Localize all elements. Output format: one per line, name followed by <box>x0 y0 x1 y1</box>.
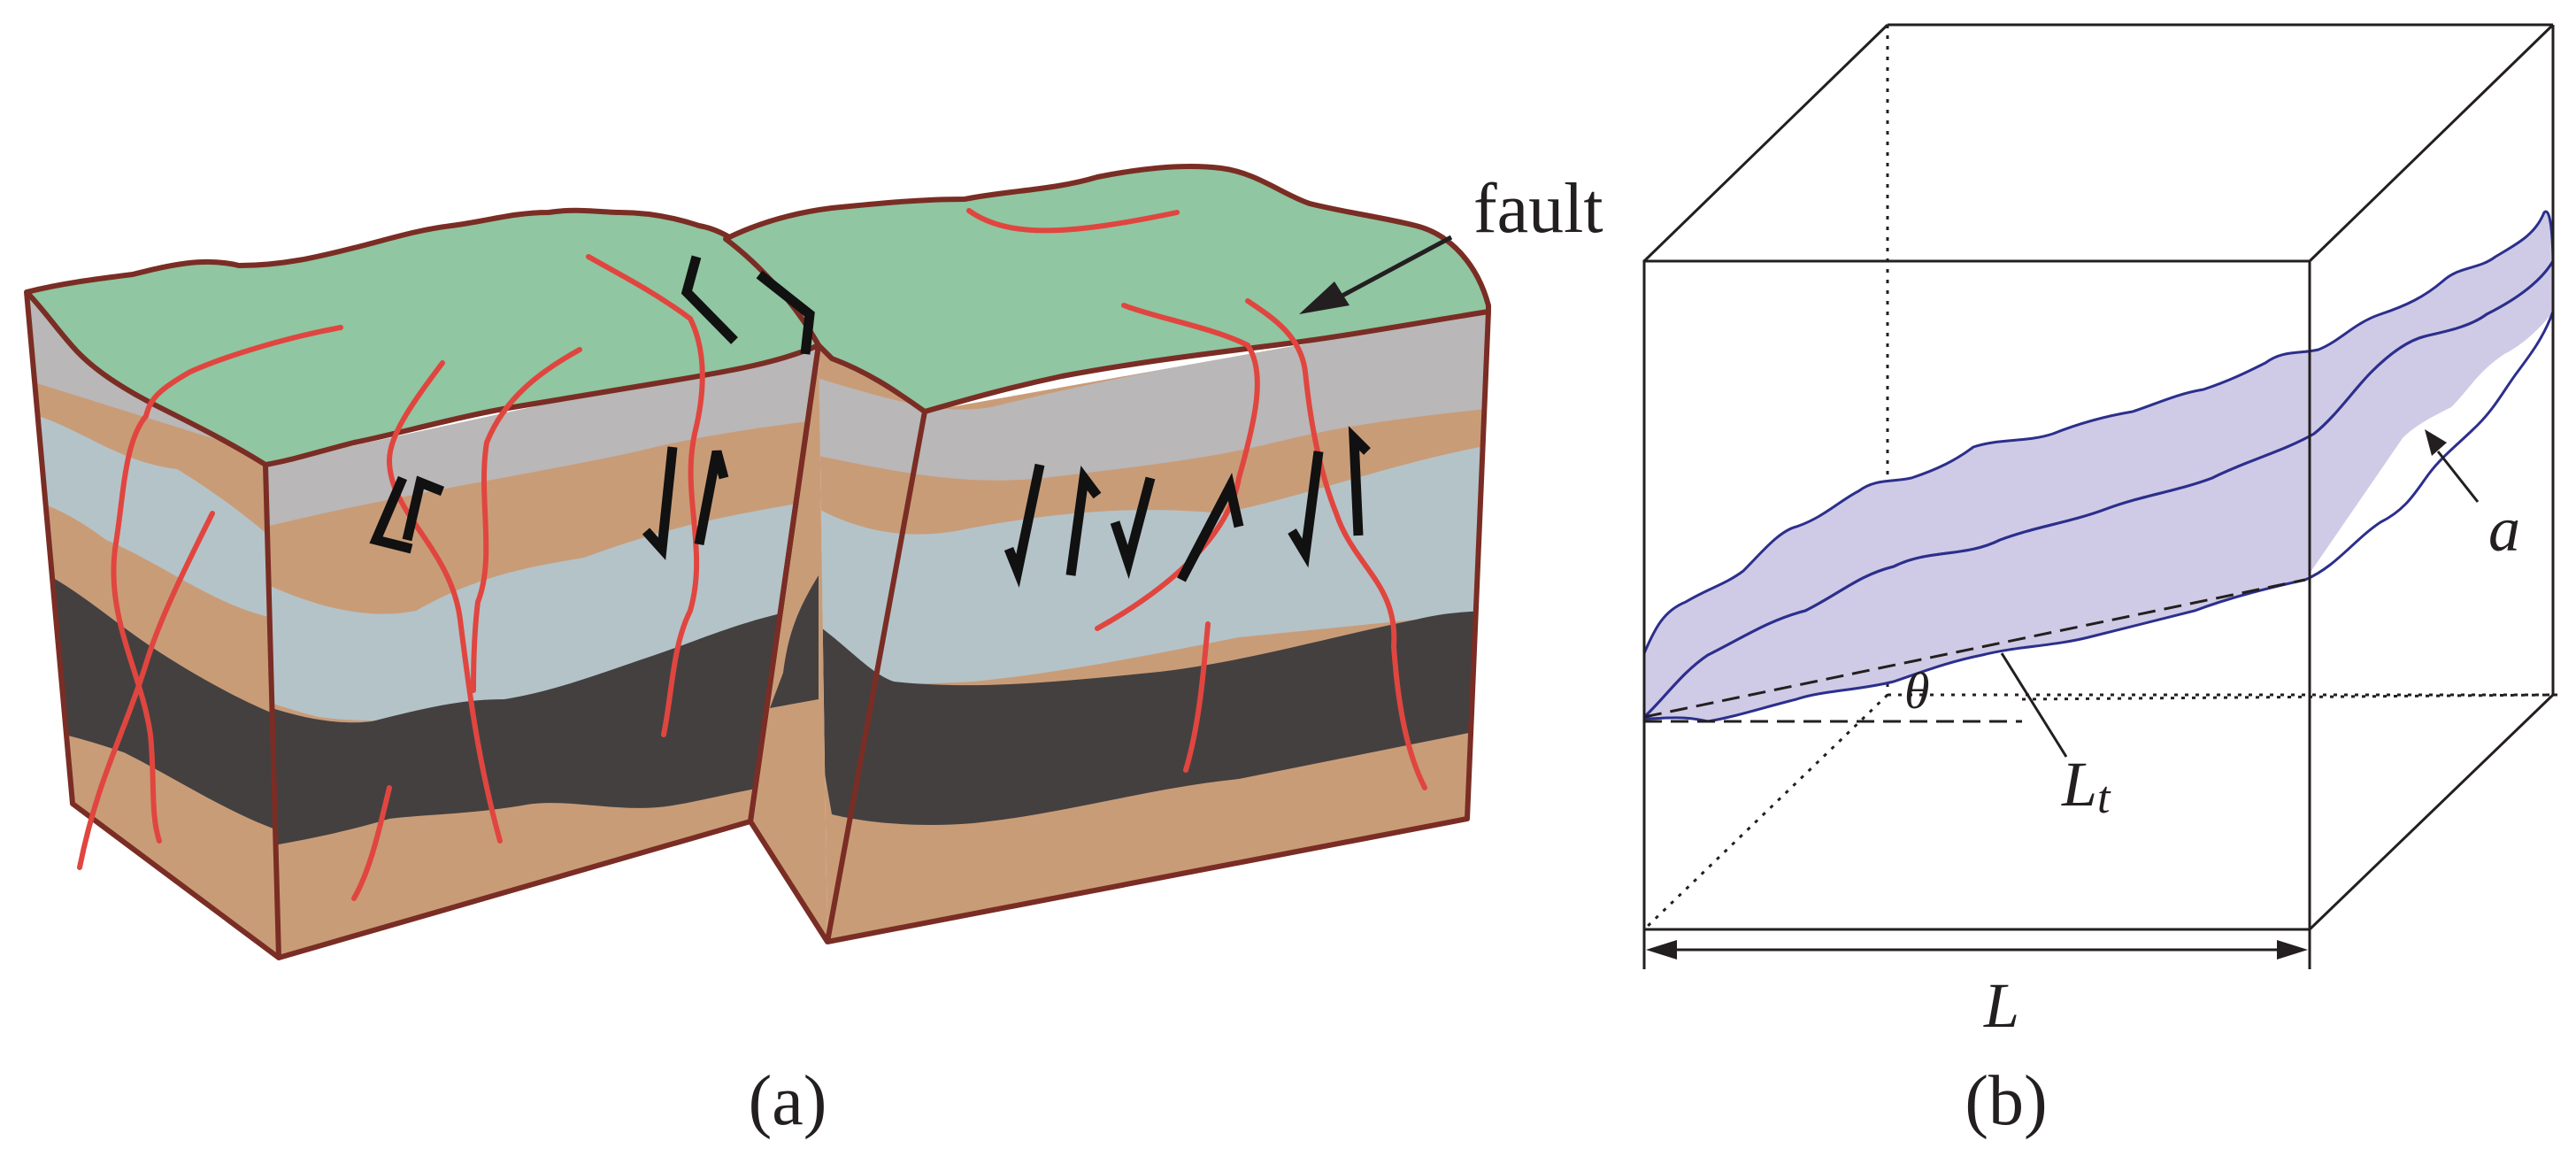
fracture-lines <box>77 208 1427 901</box>
fault-pointer-arrow <box>1299 235 1453 314</box>
shear-arrow <box>1177 473 1244 582</box>
fracture-plane-lower <box>1644 261 2553 721</box>
cube-hidden-edges <box>1642 25 2557 931</box>
shear-arrow <box>756 270 815 355</box>
horizontal-dotted-reference <box>2021 693 2558 701</box>
shear-arrow <box>694 450 729 546</box>
lt-label: Lt <box>2061 749 2111 823</box>
fracture-line <box>1183 621 1211 773</box>
length-dimension <box>1642 929 2311 969</box>
fracture-outline-bottom <box>1643 311 2555 723</box>
fracture-line <box>1245 298 1427 790</box>
theta-label: θ <box>1904 662 1930 720</box>
fracture-line <box>966 208 1180 234</box>
length-label: L <box>1983 970 2019 1041</box>
fracture-line <box>471 347 582 693</box>
fracture-outline-lower <box>1642 260 2555 719</box>
fracture-line <box>351 785 392 901</box>
shear-arrow <box>402 475 445 542</box>
projection-dashed-lines <box>1643 578 2306 723</box>
lt-leader-line <box>2000 652 2068 758</box>
panel-b-fracture-cube: θ Lt a L (b) <box>1642 23 2558 1140</box>
shear-arrow <box>1065 465 1102 576</box>
aperture-arrow <box>2425 429 2480 503</box>
shear-arrow <box>681 255 738 344</box>
shear-arrow <box>1110 476 1156 580</box>
shear-arrow <box>1288 451 1324 568</box>
fault-step-wall <box>750 345 827 942</box>
shear-arrow <box>1003 463 1045 588</box>
right-block-top-surface <box>723 164 1491 414</box>
shear-arrow <box>369 475 413 554</box>
aperture-label: a <box>2488 494 2520 565</box>
block-outlines <box>24 291 1491 960</box>
shear-arrows <box>369 255 1371 588</box>
panel-b-caption: (b) <box>1965 1062 2047 1140</box>
fracture-line <box>77 511 215 870</box>
fracture-line <box>586 254 705 737</box>
fracture-line <box>111 325 343 844</box>
panel-a-caption: (a) <box>749 1062 827 1140</box>
shear-arrow <box>642 446 678 560</box>
panel-a-block-diagram: fault (a) <box>24 164 1603 1140</box>
shear-arrow <box>1348 426 1371 536</box>
fault-label: fault <box>1473 170 1603 248</box>
fracture-line <box>386 360 503 844</box>
right-block-front-face <box>819 312 1488 942</box>
